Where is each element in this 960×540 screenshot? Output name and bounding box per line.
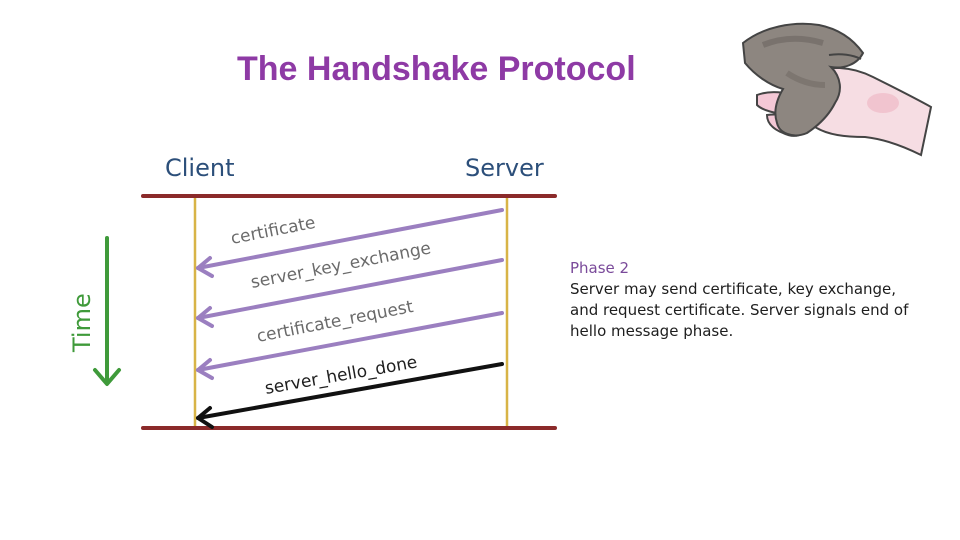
phase-description: Phase 2 Server may send certificate, key… (570, 258, 910, 342)
phase-text: Server may send certificate, key exchang… (570, 279, 910, 342)
server-label: Server (465, 154, 544, 182)
message-label: server_key_exchange (249, 238, 433, 293)
time-arrow (95, 238, 119, 384)
message-label: certificate (229, 213, 317, 249)
handshake-illustration (733, 15, 938, 165)
client-label: Client (165, 154, 234, 182)
time-label: Time (68, 293, 96, 353)
phase-heading: Phase 2 (570, 258, 910, 279)
message-server-hello-done: server_hello_done (198, 352, 502, 427)
